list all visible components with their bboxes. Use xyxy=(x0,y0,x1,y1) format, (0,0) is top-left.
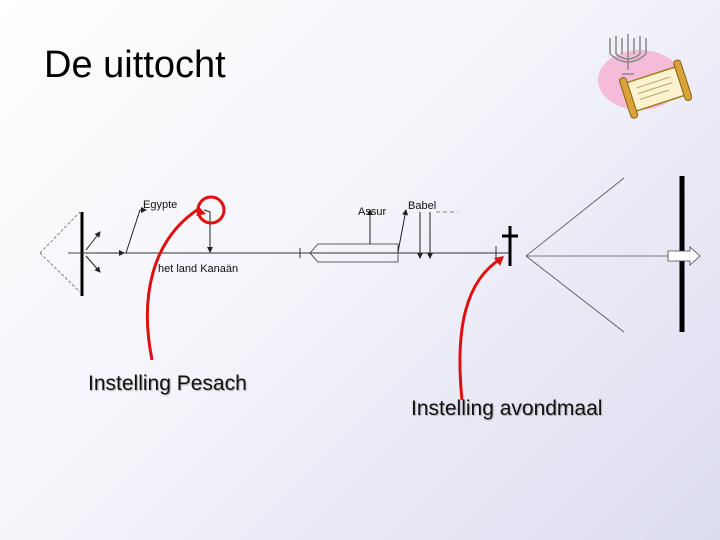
pesach-arrow xyxy=(145,206,201,361)
avondmaal-arrow xyxy=(458,256,503,401)
annotation-avondmaal: Instelling avondmaal xyxy=(411,397,603,420)
label-assur: Assur xyxy=(358,206,387,218)
end-arrow-shape xyxy=(667,246,701,266)
label-babel: Babel xyxy=(408,200,437,212)
exile-arrow-shape xyxy=(309,243,399,263)
slide-title: De uittocht xyxy=(44,44,226,86)
left-triangle xyxy=(39,211,81,293)
annotation-pesach: Instelling Pesach xyxy=(88,372,247,395)
menorah-scroll-icon xyxy=(598,34,692,119)
label-egypte: Egypte xyxy=(143,199,178,211)
label-kanaan: het land Kanaän xyxy=(158,263,239,275)
cross-icon xyxy=(502,226,518,266)
